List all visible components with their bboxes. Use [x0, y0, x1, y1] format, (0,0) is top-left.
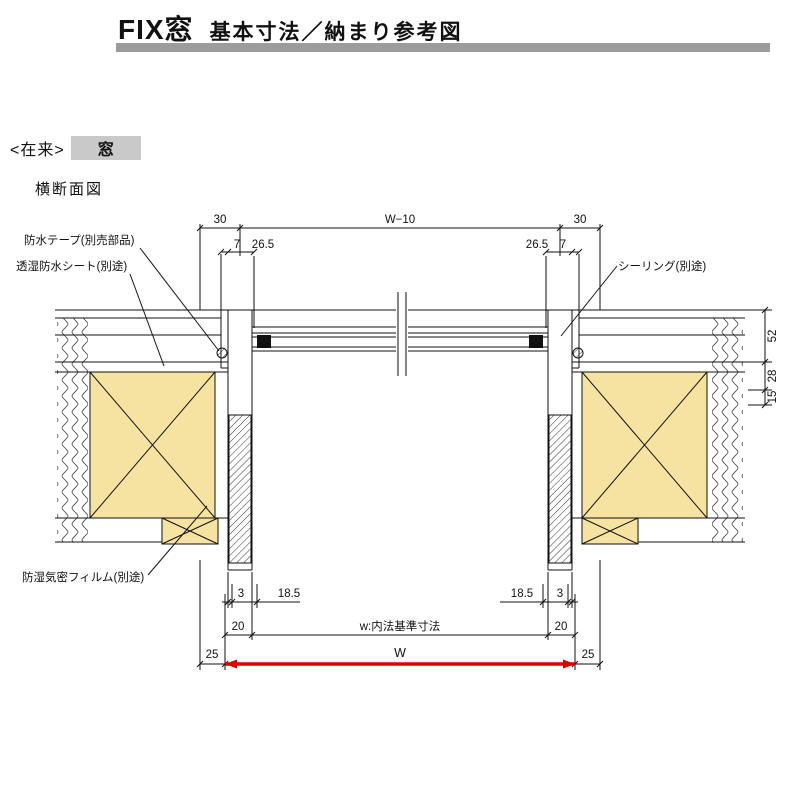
dim-bot3-left: 25	[206, 649, 219, 661]
page-title: FIX窓	[118, 14, 194, 45]
dim-sub-right-a: 26.5	[526, 239, 548, 251]
view-label: 横断面図	[35, 181, 104, 198]
glazing-gasket-right	[529, 335, 543, 348]
window-frame	[216, 310, 584, 571]
jamb-batten-right	[548, 414, 572, 564]
dim-bot1-right-a: 18.5	[511, 588, 533, 600]
glazing	[252, 292, 548, 376]
page-header: FIX窓 基本寸法／納まり参考図	[118, 8, 463, 48]
w-arrow-left	[225, 659, 237, 669]
dim-sub-right-b: 7	[560, 239, 566, 251]
anchor-left	[216, 347, 228, 359]
dim-right-15: 15	[767, 391, 779, 404]
annotation-leaders	[129, 247, 618, 576]
dim-top-right: 30	[574, 214, 587, 226]
dim-bot1-left-b: 18.5	[278, 588, 300, 600]
dim-bot1-left-a: 3	[238, 588, 244, 600]
dim-bot3-right: 25	[582, 649, 595, 661]
break-gap	[396, 292, 408, 376]
annotation-labels: 防水テープ(別売部品) 透湿防水シート(別途) シーリング(別途) 防湿気密フィ…	[16, 233, 706, 584]
dim-right-28: 28	[767, 370, 779, 383]
dim-bot2-right: 20	[555, 621, 568, 633]
insulation-right	[712, 318, 743, 542]
glazing-gasket-left	[257, 335, 271, 348]
page-subtitle: 基本寸法／納まり参考図	[209, 21, 463, 44]
w-arrow-right	[563, 659, 575, 669]
label-vapor-film: 防湿気密フィルム(別途)	[22, 570, 144, 584]
wall-structure	[55, 309, 772, 543]
dim-sub-left-a: 7	[234, 239, 240, 251]
label-sealing: シーリング(別途)	[618, 259, 706, 273]
category-tags: <在来> 窓	[10, 136, 141, 160]
anchor-right	[572, 347, 584, 359]
label-waterproof-tape: 防水テープ(別売部品)	[24, 233, 135, 247]
dim-bot2-center: w:内法基準寸法	[359, 619, 441, 633]
dim-bot1-right-b: 3	[557, 588, 563, 600]
dim-right-52: 52	[767, 330, 779, 343]
dim-bot3-center: W	[394, 646, 406, 660]
construction-type-label: <在来>	[10, 142, 65, 159]
w-dimension-line	[225, 659, 575, 669]
label-breathable-sheet: 透湿防水シート(別途)	[16, 259, 127, 273]
dim-sub-left-b: 26.5	[252, 239, 274, 251]
title-underline-bar	[116, 43, 770, 52]
dim-bot2-left: 20	[232, 621, 245, 633]
wood-framing	[89, 371, 708, 545]
jamb-batten-left	[228, 414, 252, 564]
dimension-lines	[196, 224, 769, 670]
insulation-left	[57, 318, 88, 542]
dimension-labels: 30 W−10 30 7 26.5 26.5 7 52 28 15 3 18.5…	[206, 214, 779, 661]
dim-top-left: 30	[214, 214, 227, 226]
dim-top-center: W−10	[385, 214, 415, 226]
product-type-badge: 窓	[70, 136, 141, 160]
